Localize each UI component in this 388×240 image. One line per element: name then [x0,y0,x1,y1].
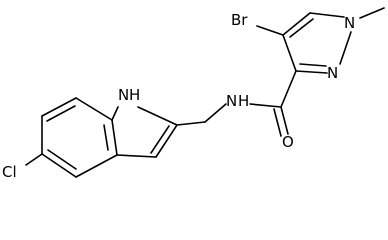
bond-carbonyl-o [280,106,289,135]
atom-h-amide: H [238,92,249,110]
bond-c4-c5-double [289,18,314,38]
bond-c2-c3-indole-double [150,125,170,154]
structure-svg: Br N N N H O Cl H N [2,7,385,181]
bond-c2-n-indole [137,106,178,126]
atom-o: O [282,133,294,151]
atom-n1: N [344,14,355,32]
atom-h-indole: H [129,86,140,104]
bond-n2-c3-double [299,63,327,67]
bond-c7a-c7 [75,97,113,121]
bond-c5-n1 [309,12,345,18]
bond-ch2-c2 [176,121,206,126]
atom-n-amide: N [226,92,237,110]
bond-n2-c3 [295,70,328,74]
bond-c3a-c7a-inner [103,124,109,151]
atom-n-indole: N [118,86,129,104]
bond-c4-c3a [75,154,118,178]
bond-carbonyl-o-double [273,108,282,137]
molecule-diagram: Br N N N H O Cl H N [2,7,385,181]
atom-cl: Cl [2,163,17,181]
bond-n1-methyl [359,7,385,19]
bond-c5-cl [25,153,43,166]
bond-c7-c6-double [46,105,76,122]
bond-c2-c3-indole [155,124,178,158]
bond-carbonyl-n [249,103,282,108]
bond-c5-c4-double [47,149,77,170]
bond-c7-c6 [41,97,77,117]
bond-c3-carbonyl [280,70,297,108]
atom-br: Br [231,11,248,29]
atom-n2: N [327,64,338,82]
bond-c4-br [256,25,284,36]
bond-c4-c5 [282,12,311,36]
bond-c3-c4 [282,34,297,72]
bond-n-ch2 [204,103,227,123]
bond-c3-c3a [116,154,157,158]
bond-n1-n2 [339,31,352,65]
bond-n-indole-c7a [111,106,119,121]
bond-c5-c4 [41,153,77,178]
bond-c3a-c7a [111,119,118,156]
